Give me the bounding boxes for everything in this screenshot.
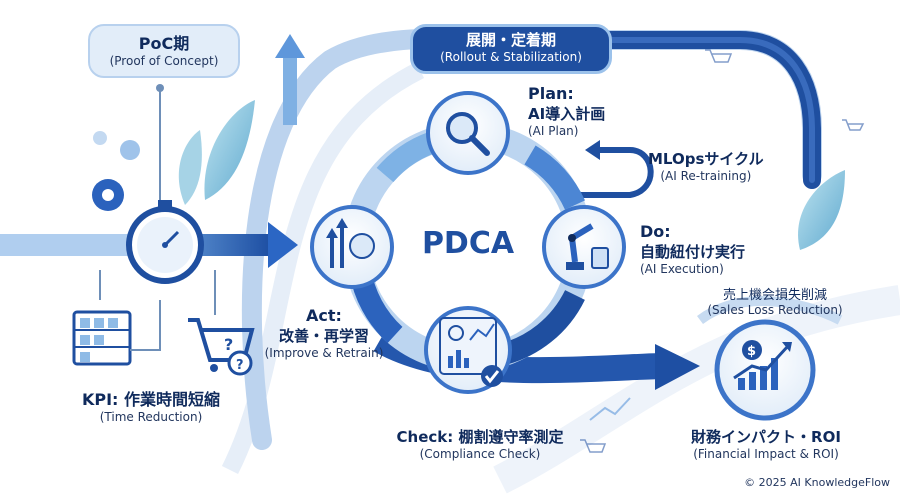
up-arrow [283,55,297,125]
svg-text:?: ? [236,358,244,373]
gear-icon [93,131,140,160]
robot-arm-icon [566,223,609,270]
rollout-subtitle: (Rollout & Stabilization) [440,50,582,64]
svg-text:$: $ [747,344,756,359]
act-label: Act: 改善・再学習 (Improve & Retrain) [254,306,394,360]
sales-label: 売上機会損失削減 (Sales Loss Reduction) [700,284,850,317]
stopwatch-icon [126,200,204,284]
pdca-label: PDCA [421,226,515,261]
sales-title: 売上機会損失削減 [722,288,827,303]
act-title-jp: 改善・再学習 [278,327,369,345]
plan-label: Plan: AI導入計画 (AI Plan) [528,84,605,138]
shopping-cart-icon [580,439,607,453]
shopping-cart-icon [705,49,733,63]
report-icon [439,317,503,387]
roi-title: 財務インパクト・ROI [691,428,841,446]
plan-title-jp: AI導入計画 [528,105,606,123]
sales-subtitle: (Sales Loss Reduction) [707,303,843,317]
leaf-decoration [798,170,845,250]
do-label: Do: 自動紐付け実行 (AI Execution) [640,222,745,276]
roi-label: 財務インパクト・ROI (Financial Impact & ROI) [678,426,854,461]
do-subtitle: (AI Execution) [640,262,724,276]
rollout-phase-badge: 展開・定着期 (Rollout & Stabilization) [410,24,612,74]
shelf-icon [72,310,132,366]
do-title-jp: 自動紐付け実行 [640,243,746,261]
plan-subtitle: (AI Plan) [528,124,579,138]
magnifier-icon [446,112,490,156]
check-subtitle: (Compliance Check) [419,447,541,461]
gear-icon [92,179,124,211]
copyright: © 2025 AI KnowledgeFlow [744,476,890,489]
roi-subtitle: (Financial Impact & ROI) [693,447,839,461]
pdca-center [382,161,554,333]
poc-subtitle: (Proof of Concept) [109,54,219,68]
growth-chart-icon: $ [733,340,792,390]
shopping-cart-icon [842,119,865,131]
brain-arrows-icon [326,218,375,268]
act-title: Act: [306,306,342,325]
kpi-subtitle: (Time Reduction) [99,410,203,424]
shopping-cart-icon: ? ? [188,318,255,376]
svg-text:?: ? [224,335,233,354]
do-title: Do: [640,222,671,241]
do-node [542,205,626,289]
kpi-title: KPI: 作業時間短縮 [81,390,221,409]
check-label: Check: 棚割遵守率測定 (Compliance Check) [380,426,580,461]
leaf-decoration [204,100,255,200]
mlops-loop-arrow [580,147,654,198]
mlops-title: MLOpsサイクル [648,150,764,168]
check-title: Check: 棚割遵守率測定 [396,428,564,446]
kpi-label: KPI: 作業時間短縮 (Time Reduction) [56,386,246,424]
poc-title: PoC期 [138,34,190,53]
act-subtitle: (Improve & Retrain) [264,346,384,360]
plan-title: Plan: [528,84,574,103]
rollout-title: 展開・定着期 [465,31,556,49]
poc-phase-badge: PoC期 (Proof of Concept) [88,24,240,78]
trend-arrow-icon [589,397,631,421]
mlops-label: MLOpsサイクル (AI Re-training) [648,148,764,183]
mlops-subtitle: (AI Re-training) [660,169,752,183]
